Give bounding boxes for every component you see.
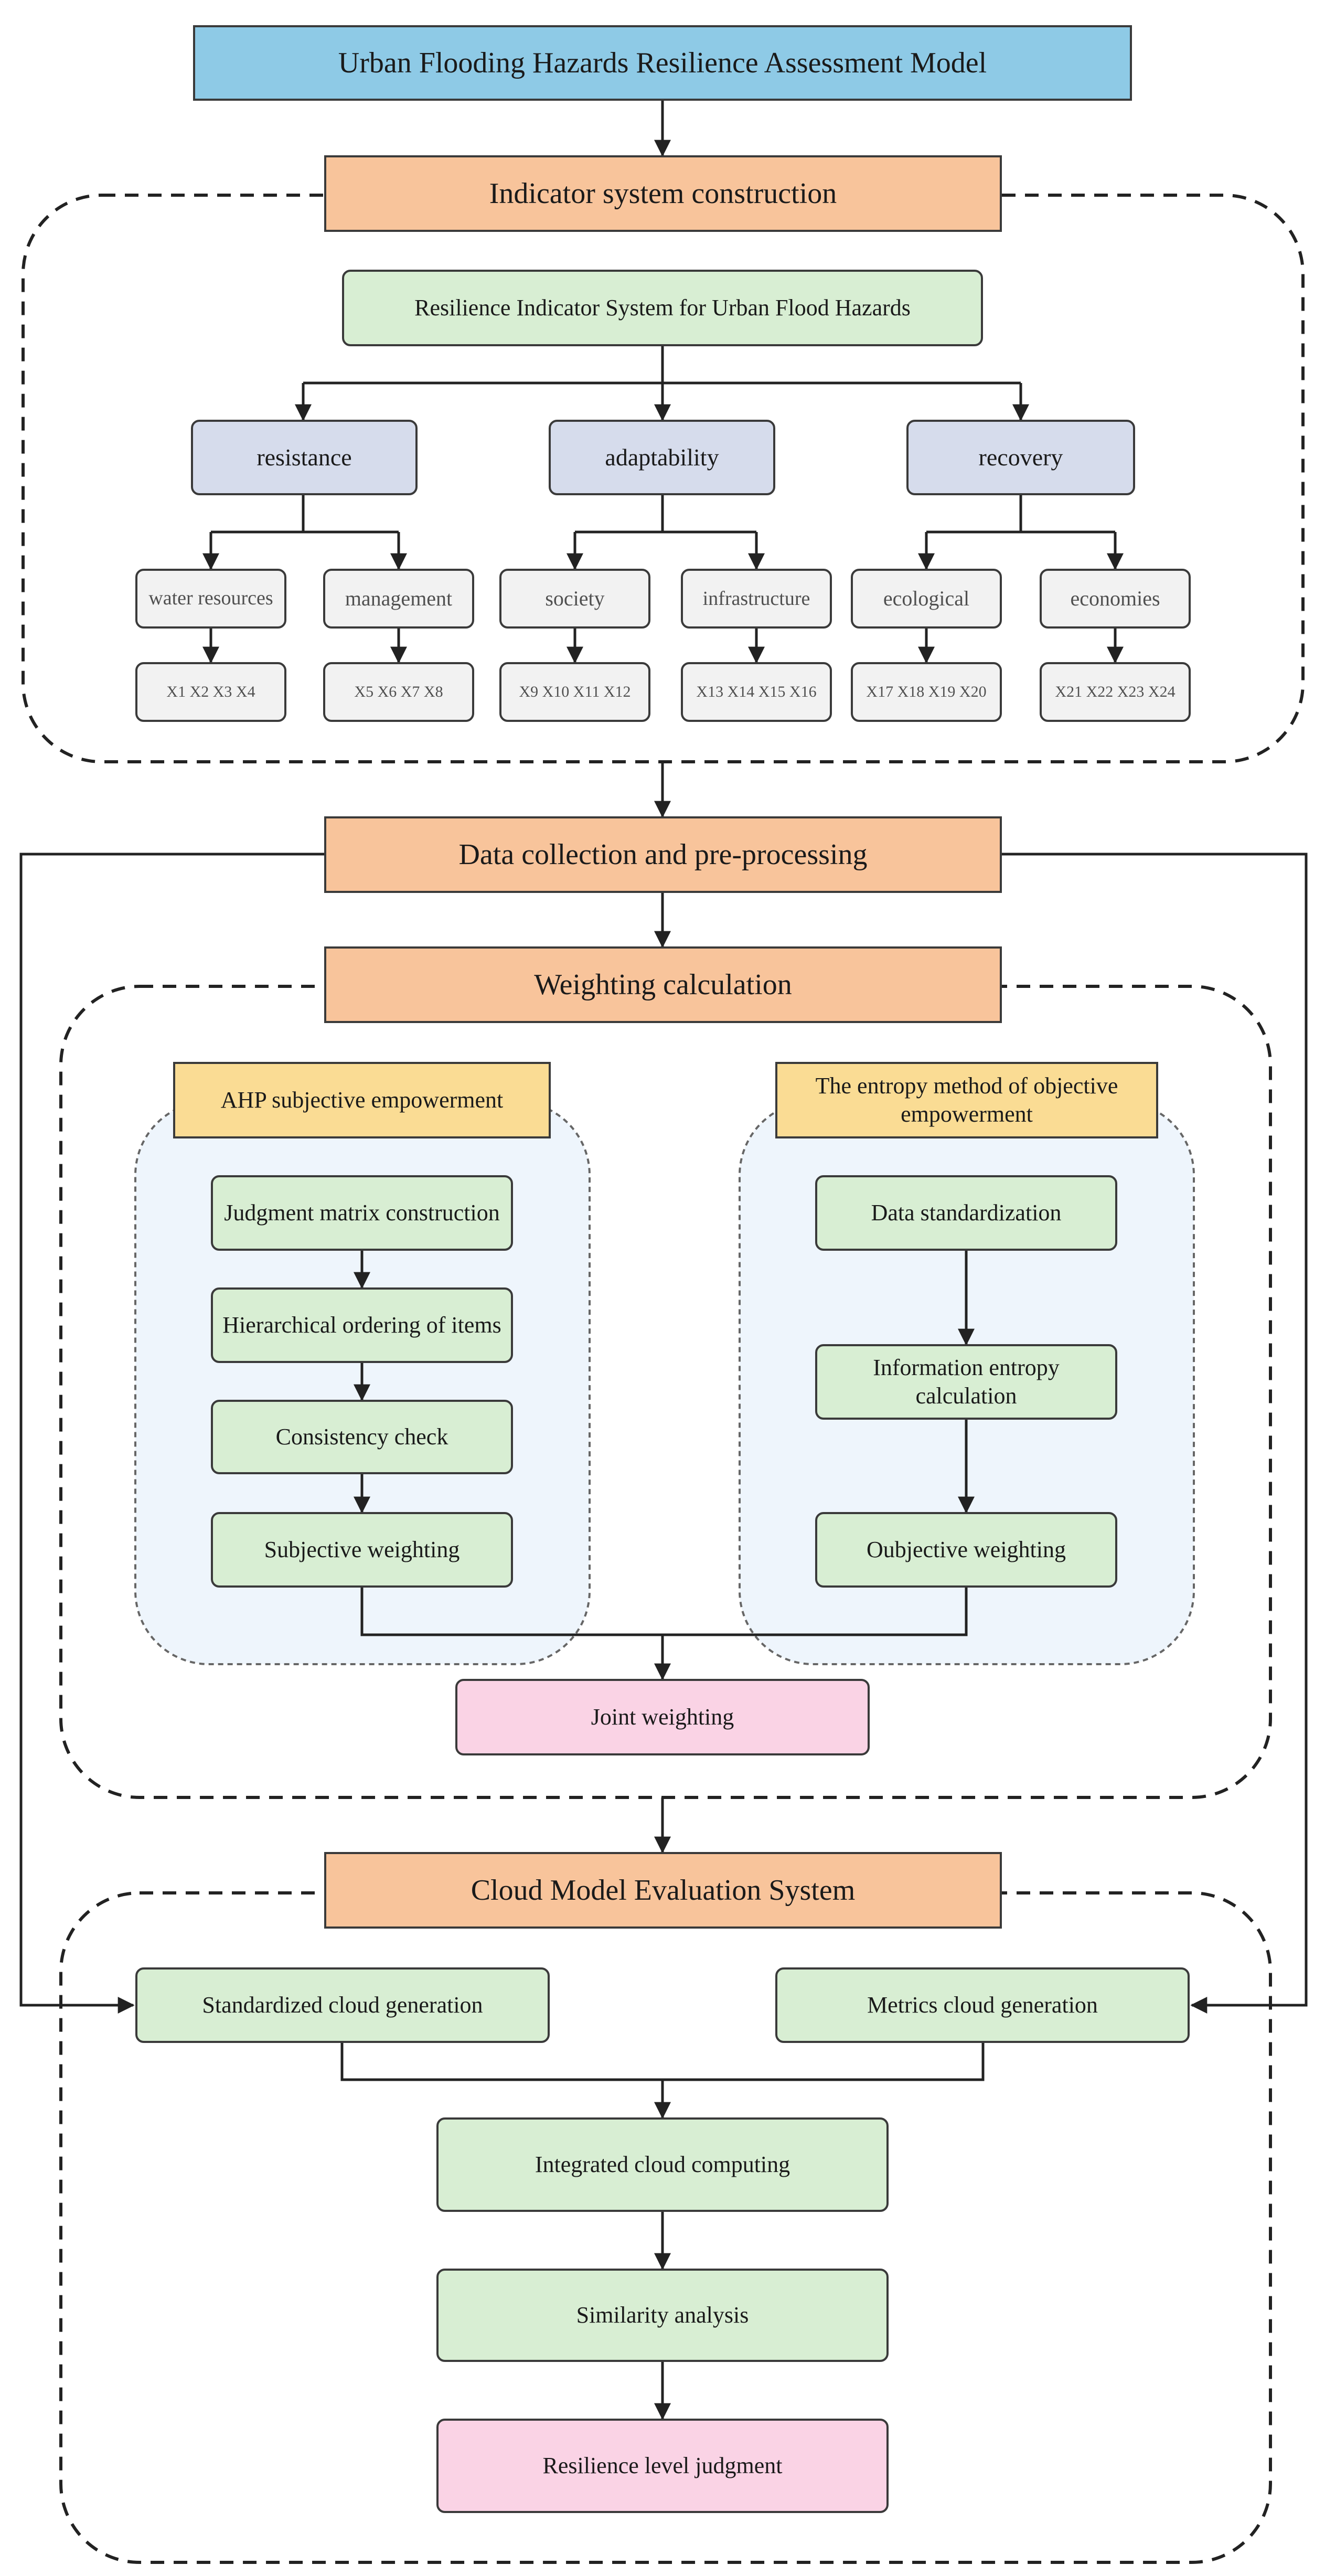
bypass-left-to-standardized [19, 853, 324, 2014]
cloud-stage-box: Cloud Model Evaluation System [324, 1852, 1002, 1929]
subjective-weighting-box: Subjective weighting [211, 1512, 513, 1588]
line-standardized-to-merge [340, 2043, 985, 2081]
indicators-x17-x20: X17 X18 X19 X20 [851, 662, 1002, 722]
metrics-cloud-box: Metrics cloud generation [775, 1967, 1190, 2043]
data-standardization-box: Data standardization [815, 1175, 1117, 1251]
resilience-judgment-box: Resilience level judgment [436, 2419, 889, 2513]
weighting-section-frame [59, 985, 1272, 1799]
management-box: management [323, 569, 474, 629]
indicators-x21-x24: X21 X22 X23 X24 [1040, 662, 1191, 722]
cloud-section-frame [59, 1891, 1272, 2564]
water-resources-box: water resources [135, 569, 286, 629]
model-title-box: Urban Flooding Hazards Resilience Assess… [193, 25, 1132, 101]
data-collection-box: Data collection and pre-processing [324, 816, 1002, 893]
entropy-method-label: The entropy method of objective empowerm… [775, 1062, 1158, 1138]
weighting-stage-box: Weighting calculation [324, 946, 1002, 1023]
indicators-x5-x8: X5 X6 X7 X8 [323, 662, 474, 722]
joint-weighting-box: Joint weighting [455, 1679, 870, 1755]
consistency-check-box: Consistency check [211, 1400, 513, 1474]
information-entropy-box: Information entropy calculation [815, 1344, 1117, 1420]
judgment-matrix-box: Judgment matrix construction [211, 1175, 513, 1251]
ecological-box: ecological [851, 569, 1002, 629]
indicator-stage-box: Indicator system construction [324, 155, 1002, 232]
standardized-cloud-box: Standardized cloud generation [135, 1967, 550, 2043]
integrated-cloud-box: Integrated cloud computing [436, 2117, 889, 2212]
society-box: society [499, 569, 650, 629]
adaptability-box: adaptability [549, 420, 775, 495]
hierarchical-ordering-box: Hierarchical ordering of items [211, 1287, 513, 1363]
objective-weighting-box: Oubjective weighting [815, 1512, 1117, 1588]
resistance-box: resistance [191, 420, 418, 495]
line-subjective-to-merge [360, 1588, 968, 1636]
infrastructure-box: infrastructure [681, 569, 832, 629]
similarity-analysis-box: Similarity analysis [436, 2269, 889, 2362]
indicators-x1-x4: X1 X2 X3 X4 [135, 662, 286, 722]
ahp-method-label: AHP subjective empowerment [173, 1062, 551, 1138]
bypass-right-to-metrics [1002, 853, 1308, 2014]
indicators-x13-x16: X13 X14 X15 X16 [681, 662, 832, 722]
recovery-box: recovery [906, 420, 1135, 495]
indicators-x9-x12: X9 X10 X11 X12 [499, 662, 650, 722]
economies-box: economies [1040, 569, 1191, 629]
indicator-system-box: Resilience Indicator System for Urban Fl… [342, 270, 983, 346]
